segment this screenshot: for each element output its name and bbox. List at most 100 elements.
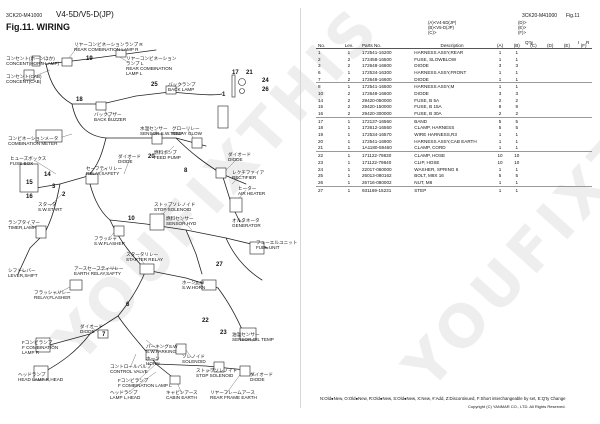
cell-qty-e xyxy=(559,62,576,69)
diagram-label: バックブザー xyxy=(94,112,122,117)
cell-qty-e xyxy=(559,76,576,83)
cell-qty-f xyxy=(575,56,592,63)
diagram-label: コンビネーションメータ xyxy=(8,136,59,141)
cell-qty-d xyxy=(542,97,559,104)
copyright: Copyright (C) YANMAR CO., LTD. All Right… xyxy=(468,404,566,409)
wiring-drawing xyxy=(17,45,269,395)
cell-qty-c xyxy=(525,159,542,166)
cell-parts-no: 172541-16500 xyxy=(359,82,413,91)
cell-qty-d xyxy=(542,90,559,97)
diagram-label: FEED PUMP xyxy=(154,155,181,160)
cell-lev: 1 xyxy=(347,179,351,185)
cell-qty-d xyxy=(542,56,559,63)
diagram-label: S.W.PARKING xyxy=(146,349,177,354)
cell-qty-b: 3 xyxy=(515,90,519,96)
cell-parts-no: 172648-16600 xyxy=(361,90,392,96)
cell-qty-a: 10 xyxy=(497,159,503,165)
diagram-label: CABIN EARTH xyxy=(166,395,197,400)
diagram-label: RELAY,FLASHER xyxy=(34,295,71,300)
cell-qty-c xyxy=(525,82,542,91)
cell-lev: 2 xyxy=(347,97,351,103)
diagram-label: ヘッドランプ xyxy=(110,390,138,395)
cell-qty-d xyxy=(542,159,559,166)
cell-parts-no: 22017-060000 xyxy=(361,166,392,172)
cell-qty-b: 1 xyxy=(515,69,519,75)
cell-parts-no: 26716-080002 xyxy=(361,179,392,185)
part-callout: 23 xyxy=(220,330,227,336)
cell-qty-f xyxy=(575,90,592,97)
part-callout: 25 xyxy=(151,82,158,88)
cell-description: CLAMP, HARNESS xyxy=(414,125,455,131)
cell-no: 8 xyxy=(316,82,338,91)
variant-c: (C)> xyxy=(428,30,437,35)
diagram-label: ストップソレノイド xyxy=(196,368,238,373)
diagram-label: ダイオード xyxy=(118,154,141,159)
diagram-label: FUEL UNIT xyxy=(256,245,280,250)
cell-qty-a: 1 xyxy=(498,138,502,144)
cell-lev: 1 xyxy=(337,82,360,91)
cell-parts-no: 29420-150000 xyxy=(361,104,392,110)
cell-lev: 1 xyxy=(347,145,351,151)
cell-description: BAND xyxy=(412,116,492,125)
cell-qty-e xyxy=(559,97,576,104)
cell-parts-no: 171122-79830 xyxy=(359,151,413,159)
variant-b: (B)<V5-D(JP) xyxy=(428,25,454,30)
cell-qty-b: 10 xyxy=(508,151,526,159)
diagram-label: COMBINATION METER xyxy=(8,141,58,146)
cell-no: 25 xyxy=(318,173,324,179)
diagram-label: パーキングS.W xyxy=(146,344,178,349)
cell-qty-f xyxy=(575,138,592,145)
cell-description: HARNESS ASSY,REAR xyxy=(414,49,464,55)
cell-qty-e xyxy=(559,125,576,132)
col-qty-c: (C) xyxy=(525,36,542,49)
diagram-label: ダイオード xyxy=(250,372,273,377)
cell-description: NUT, M8 xyxy=(414,179,433,185)
cell-qty-b: 1 xyxy=(515,145,519,151)
part-callout: 8 xyxy=(184,168,188,174)
diagram-label: セーフティリレー xyxy=(86,166,123,171)
col-qty-b: (B) xyxy=(508,36,526,49)
diagram-label: バックランプ xyxy=(168,82,196,87)
cell-qty-d xyxy=(542,49,559,56)
cell-qty-a: 8 xyxy=(498,104,502,110)
cell-lev: 1 xyxy=(347,69,351,75)
cell-no: 14 xyxy=(318,97,324,103)
cell-qty-e xyxy=(559,172,576,179)
cell-parts-no: 29420-300000 xyxy=(361,111,392,117)
cell-qty-f xyxy=(575,151,592,159)
cell-qty-c xyxy=(525,116,542,125)
cell-qty-b: 1 xyxy=(515,166,519,172)
cell-qty-c xyxy=(525,90,542,97)
cell-no: 21 xyxy=(318,145,324,151)
cell-qty-b: 5 xyxy=(508,116,526,125)
diagram-label: F COMBINATION LAMP L xyxy=(118,383,172,388)
diagram-label: SENSOR,OIL TEMP xyxy=(232,337,274,342)
cell-qty-b: 1 xyxy=(515,56,519,62)
cell-qty-f xyxy=(575,159,592,166)
cell-no: 10 xyxy=(318,90,324,96)
diagram-label: REAR COMBINATION LAMP R xyxy=(74,47,139,52)
cell-description: BOLT, M8X 16 xyxy=(414,173,444,179)
header-fig-right: Fig.11 xyxy=(566,13,580,19)
cell-lev: 1 xyxy=(347,166,351,172)
diagram-label: ホーン xyxy=(146,356,160,361)
diagram-label: REAR FRAME EARTH xyxy=(210,395,257,400)
cell-qty-f xyxy=(575,172,592,179)
part-callout: 10 xyxy=(128,216,135,222)
cell-qty-f xyxy=(575,97,592,104)
cell-lev: 1 xyxy=(347,132,351,138)
cell-lev: 2 xyxy=(347,76,351,82)
diagram-label: フラッシャ xyxy=(94,236,117,241)
diagram-label: レクチファイア xyxy=(232,170,265,175)
cell-lev: 1 xyxy=(337,185,360,194)
cell-qty-b: 1 xyxy=(515,132,519,138)
cell-qty-a: 2 xyxy=(498,97,502,103)
